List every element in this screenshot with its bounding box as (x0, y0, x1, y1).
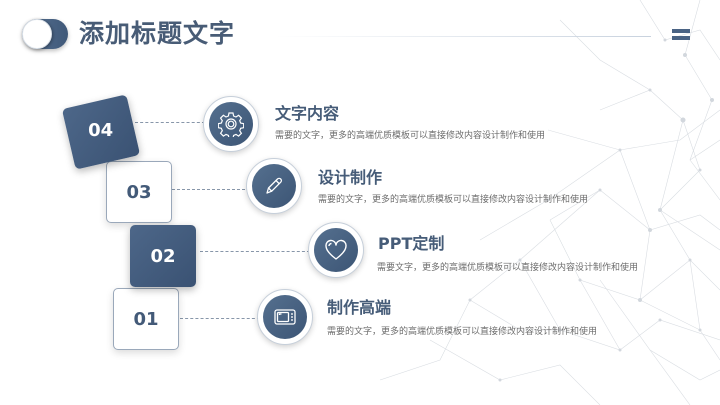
number-label: 02 (150, 245, 176, 267)
connector-line-01 (180, 318, 260, 319)
item-desc-02: 需要文字，更多的高端优质模板可以直接修改内容设计制作和使用 (377, 263, 639, 273)
number-box-02: 02 (130, 225, 196, 287)
connector-line-02 (200, 251, 310, 252)
connector-line-03 (172, 189, 250, 190)
icon-circle-03 (246, 158, 302, 214)
toggle-knob (22, 19, 52, 49)
toggle-switch-icon (22, 19, 68, 49)
heart-icon (325, 239, 347, 260)
title-divider-line (275, 36, 651, 37)
connector-line-04 (135, 122, 205, 123)
item-desc-04: 需要的文字，更多的高端优质模板可以直接修改内容设计制作和使用 (275, 131, 546, 141)
number-label: 04 (88, 119, 114, 141)
item-title-03: 设计制作 (318, 168, 383, 187)
number-label: 03 (126, 181, 152, 203)
number-label: 01 (133, 308, 159, 330)
tv-icon (274, 309, 296, 325)
gear-icon (218, 112, 244, 137)
icon-circle-01 (257, 289, 313, 345)
pencil-icon (266, 177, 282, 194)
page-title: 添加标题文字 (79, 19, 236, 48)
item-title-01: 制作高端 (327, 298, 392, 317)
item-title-02: PPT定制 (378, 234, 445, 253)
number-box-03: 03 (106, 161, 172, 223)
icon-circle-04 (203, 96, 259, 152)
icon-circle-02 (308, 222, 364, 278)
hamburger-menu-icon (672, 29, 690, 43)
number-box-01: 01 (113, 288, 179, 350)
item-title-04: 文字内容 (275, 104, 340, 123)
item-desc-03: 需要的文字，更多的高端优质模板可以直接修改内容设计制作和使用 (318, 195, 589, 205)
item-desc-01: 需要的文字，更多的高端优质模板可以直接修改内容设计制作和使用 (327, 327, 598, 337)
